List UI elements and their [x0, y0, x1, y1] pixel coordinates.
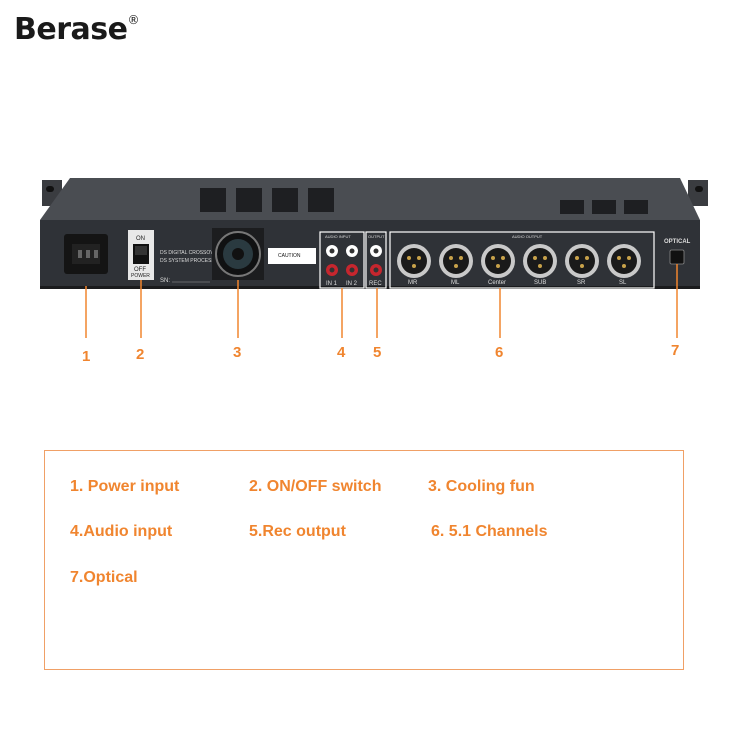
audio-input-label: AUDIO INPUT — [325, 234, 351, 239]
channel-label-sub: SUB — [534, 280, 546, 286]
callout-number-1: 1 — [82, 348, 91, 365]
xlr-mr[interactable] — [397, 244, 431, 278]
channel-label-mr: MR — [408, 280, 418, 286]
in1-label: IN 1 — [326, 281, 338, 287]
brand-logo: Berase® — [14, 12, 139, 47]
registered-mark: ® — [127, 13, 139, 27]
model-text-2: DS SYSTEM PROCESSOR — [160, 258, 223, 264]
top-vents — [200, 188, 648, 214]
optical-port[interactable] — [669, 249, 685, 265]
in2-label: IN 2 — [346, 281, 358, 287]
callout-number-5: 5 — [373, 344, 382, 361]
serial-label: SN: — [160, 278, 170, 284]
legend-box — [44, 450, 684, 670]
legend-channels: 6. 5.1 Channels — [431, 523, 548, 540]
callout-number-2: 2 — [136, 346, 145, 363]
rec-label: REC — [369, 281, 382, 287]
xlr-sub[interactable] — [523, 244, 557, 278]
cooling-fan-icon — [212, 228, 264, 280]
channel-label-ml: ML — [451, 280, 460, 286]
callout-number-3: 3 — [233, 344, 242, 361]
caution-label: CAUTION — [278, 253, 301, 259]
callout-number-7: 7 — [671, 342, 680, 359]
right-rack-hole — [695, 186, 703, 192]
callout-number-6: 6 — [495, 344, 504, 361]
switch-power-label: POWER — [131, 273, 150, 279]
switch-off-label: OFF — [134, 267, 146, 273]
switch-on-label: ON — [136, 236, 145, 242]
legend-power-input: 1. Power input — [70, 478, 180, 495]
legend-audio-input: 4.Audio input — [70, 523, 173, 540]
legend-optical: 7.Optical — [70, 569, 138, 586]
legend-on-off-switch: 2. ON/OFF switch — [249, 478, 382, 495]
caution-sticker — [268, 248, 316, 264]
channel-label-sl: SL — [619, 280, 627, 286]
xlr-sl[interactable] — [607, 244, 641, 278]
rec-output-group: OUTPUT REC — [365, 231, 387, 289]
audio-input-group: AUDIO INPUT IN 1 IN 2 — [319, 231, 365, 289]
legend-cooling-fan: 3. Cooling fun — [428, 478, 535, 495]
callout-lines — [85, 264, 678, 338]
xlr-center[interactable] — [481, 244, 515, 278]
brand-name: Berase — [14, 12, 128, 47]
audio-output-label: AUDIO OUTPUT — [512, 234, 543, 239]
left-rack-hole — [46, 186, 54, 192]
legend-rec-output: 5.Rec output — [249, 523, 346, 540]
model-text-1: DS DIGITAL CROSSOVER — [160, 250, 221, 256]
power-inlet[interactable] — [64, 234, 108, 274]
xlr-ml[interactable] — [439, 244, 473, 278]
channel-label-center: Center — [488, 280, 506, 286]
audio-output-group: AUDIO OUTPUT MR ML Center SUB SR SL — [389, 231, 655, 289]
callout-number-4: 4 — [337, 344, 346, 361]
output-label: OUTPUT — [368, 234, 385, 239]
right-rack-ear — [688, 180, 708, 206]
channel-label-sr: SR — [577, 280, 586, 286]
optical-label: OPTICAL — [664, 239, 691, 245]
power-switch[interactable]: ON OFF POWER — [128, 230, 154, 280]
xlr-sr[interactable] — [565, 244, 599, 278]
